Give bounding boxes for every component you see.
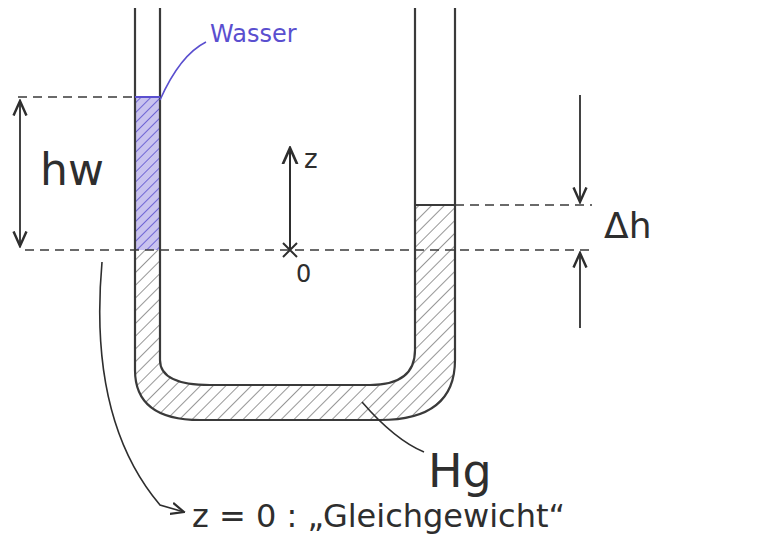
water-level-line [18, 96, 135, 98]
tube-inner-wall [160, 8, 415, 385]
mercury-surface [415, 204, 455, 206]
z-axis-arrow [289, 148, 291, 250]
water-leader [160, 42, 206, 100]
mercury-leader [362, 402, 424, 452]
water-surface [135, 96, 160, 98]
note-label: z = 0 : „Gleichgewicht“ [192, 500, 565, 532]
tube-outer-wall [135, 8, 455, 420]
hw-dimension-arrow [19, 101, 21, 246]
dh-arrow-top [579, 95, 581, 202]
axis-label: z [304, 146, 318, 172]
origin-label: 0 [296, 262, 311, 286]
medium-label: Hg [428, 448, 492, 494]
dimension-label: hw [40, 148, 104, 192]
dh-arrow-bottom [579, 253, 581, 328]
zero-level-line [25, 249, 592, 251]
mercury-level-line [455, 204, 592, 206]
equilibrium-leader [100, 262, 184, 512]
dimension-label: Δh [604, 208, 651, 244]
water-fill [135, 97, 160, 250]
medium-label: Wasser [210, 22, 297, 46]
origin-cross [283, 243, 297, 257]
mercury-fill [135, 205, 455, 420]
